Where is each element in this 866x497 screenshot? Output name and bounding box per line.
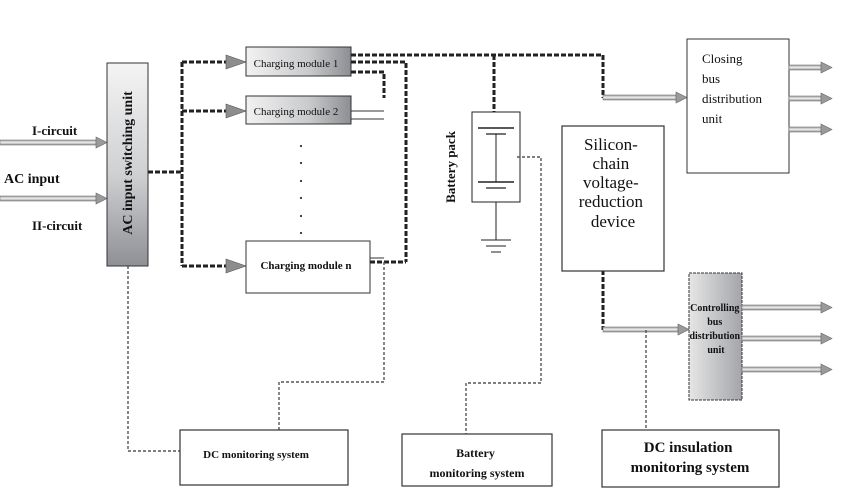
dc-insulation-line-2: monitoring system	[631, 460, 750, 476]
controlling-bus-line-2: bus	[707, 317, 722, 328]
module-input-arrows	[225, 54, 247, 274]
charging-module-n-label: Charging module n	[260, 260, 351, 272]
silicon-chain-label: Silicon- chain voltage- reduction device	[579, 135, 647, 231]
closing-bus-label: Closing bus distribution unit	[702, 51, 765, 126]
controlling-bus-label: Controlling bus distribution unit	[689, 303, 742, 356]
silicon-chain-box	[561, 125, 665, 272]
dc-insulation-label: DC insulation monitoring system	[631, 440, 750, 476]
module-signal-lines	[351, 110, 384, 259]
charging-module-n-box	[245, 240, 371, 294]
battery-monitoring-box	[401, 433, 553, 487]
dc-bus-lines	[351, 53, 605, 330]
closing-bus-output-arrows	[788, 61, 833, 136]
controlling-feed-arrowhead	[677, 323, 690, 336]
silicon-chain-line-5: device	[591, 212, 635, 231]
ac-switch-label: AC input switching unit	[121, 91, 136, 235]
closing-bus-line-1: Closing	[702, 51, 743, 66]
dc-insulation-box	[601, 429, 780, 488]
ac-bus-lines	[148, 60, 228, 268]
dc-monitoring-box	[179, 429, 349, 486]
circuit1-label: I-circuit	[32, 123, 78, 138]
controlling-bus-line-4: unit	[707, 345, 725, 356]
closing-bus-line-3: distribution	[702, 91, 762, 106]
battery-monitoring-line-1: Battery	[456, 446, 495, 460]
closing-bus-box	[686, 38, 790, 174]
battery-monitoring-line-2: monitoring system	[430, 466, 525, 480]
controlling-feed-pipe	[602, 326, 679, 333]
closing-bus-line-4: unit	[702, 111, 723, 126]
silicon-feed-pipe	[602, 94, 677, 101]
monitoring-signal-lines	[127, 156, 647, 452]
ac-input-label: AC input	[4, 172, 60, 187]
circuit2-label: II-circuit	[32, 218, 83, 233]
charging-module-2-label: Charging module 2	[254, 106, 339, 118]
charging-module-2-box	[245, 95, 352, 125]
charging-module-1-box	[245, 46, 352, 77]
silicon-feed-arrowhead	[675, 91, 688, 104]
silicon-chain-line-4: reduction	[579, 192, 644, 211]
ac-switch-box	[106, 62, 149, 267]
silicon-chain-line-1: Silicon-	[584, 135, 638, 154]
input-arrows	[0, 136, 108, 205]
closing-bus-line-2: bus	[702, 71, 720, 86]
silicon-chain-line-3: voltage-	[583, 173, 639, 192]
dc-insulation-line-1: DC insulation	[644, 440, 733, 456]
controlling-bus-line-3: distribution	[689, 331, 740, 342]
silicon-chain-line-2: chain	[592, 154, 629, 173]
controlling-bus-box	[688, 272, 743, 401]
ellipsis-dots	[299, 144, 303, 235]
battery-monitoring-label: Battery monitoring system	[430, 446, 525, 480]
battery-pack-label: Battery pack	[443, 130, 458, 203]
controlling-bus-output-arrows	[741, 301, 833, 376]
battery-pack-symbol	[471, 111, 521, 253]
dc-monitoring-label: DC monitoring system	[203, 449, 309, 461]
controlling-bus-line-1: Controlling	[690, 303, 739, 314]
charging-module-1-label: Charging module 1	[254, 58, 339, 70]
